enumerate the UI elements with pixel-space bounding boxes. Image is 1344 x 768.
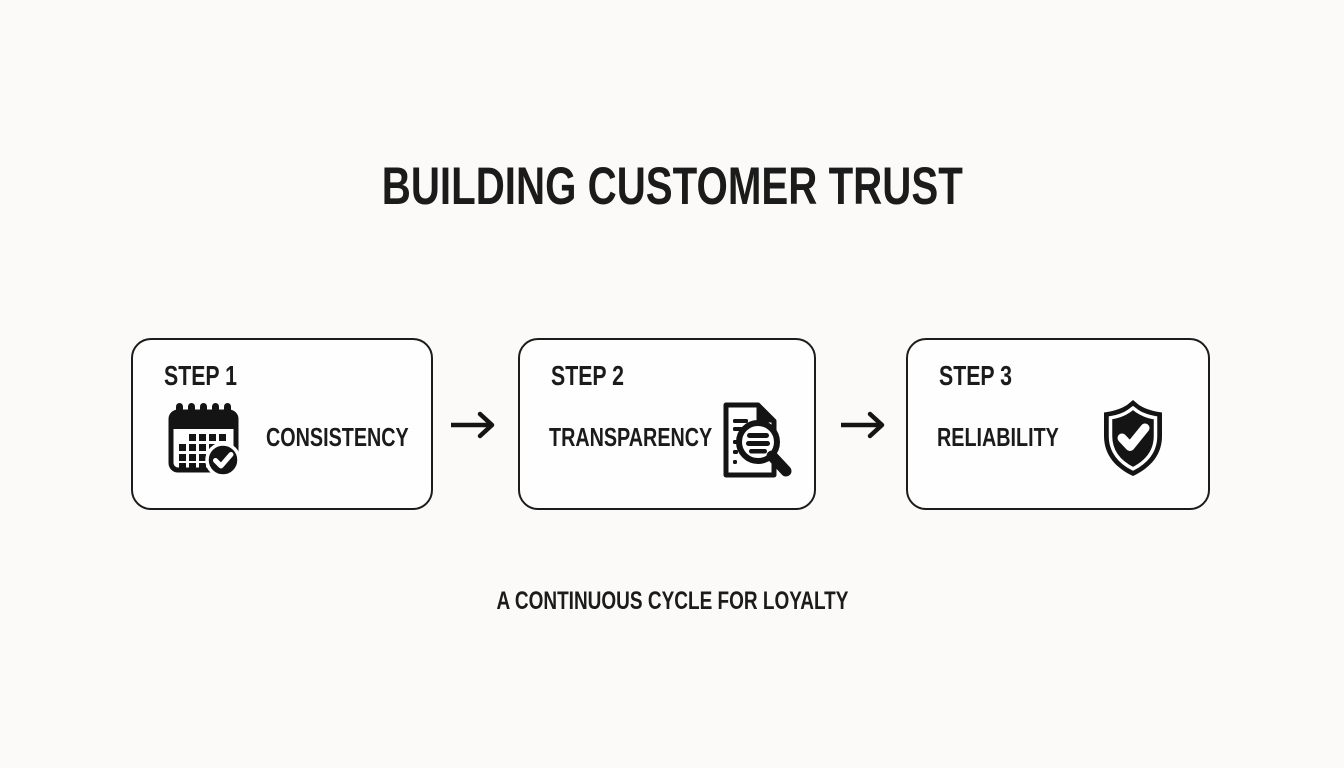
- flow-arrow-icon: [448, 406, 500, 444]
- step-card-reliability: STEP 3 RELIABILITY: [906, 338, 1210, 510]
- subtitle-text: A CONTINUOUS CYCLE FOR LOYALTY: [496, 587, 848, 615]
- step-keyword: RELIABILITY: [937, 422, 1059, 452]
- page-title: BUILDING CUSTOMER TRUST: [0, 160, 1344, 213]
- step-keyword: CONSISTENCY: [266, 422, 409, 452]
- subtitle: A CONTINUOUS CYCLE FOR LOYALTY: [0, 589, 1344, 614]
- shield-check-icon: [1098, 398, 1168, 478]
- step-keyword: TRANSPARENCY: [549, 422, 713, 452]
- step-card-transparency: STEP 2 TRANSPARENCY: [518, 338, 816, 510]
- step-card-consistency: STEP 1 CONSISTENCY: [131, 338, 433, 510]
- step-label: STEP 2: [551, 360, 624, 391]
- calendar-check-icon: [163, 400, 245, 482]
- step-label: STEP 1: [164, 360, 237, 391]
- document-magnifier-icon: [716, 400, 792, 480]
- page-title-text: BUILDING CUSTOMER TRUST: [381, 157, 963, 216]
- step-label: STEP 3: [939, 360, 1012, 391]
- flow-arrow-icon: [838, 406, 890, 444]
